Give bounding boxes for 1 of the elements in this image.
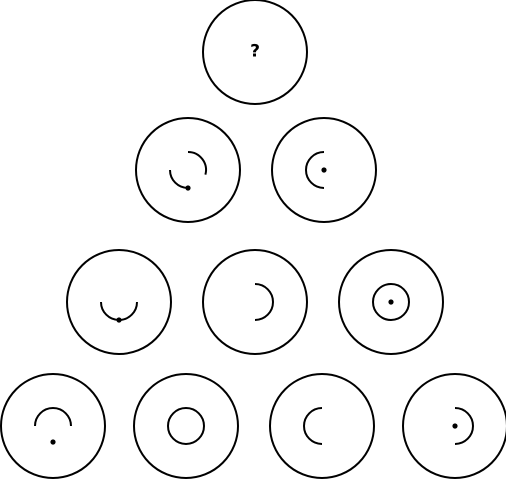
tile-text: ? xyxy=(250,44,260,60)
